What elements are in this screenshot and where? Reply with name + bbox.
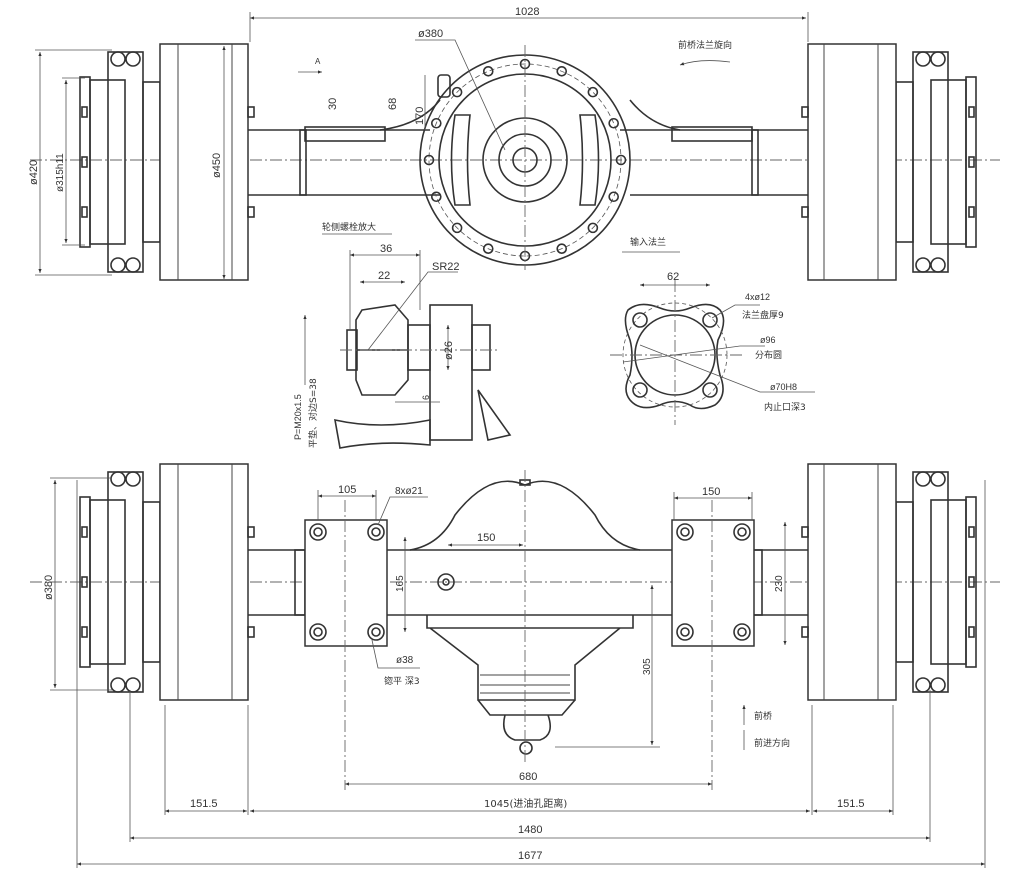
thread-note: P=M20x1.5 (293, 394, 303, 440)
dim-305: 305 (642, 658, 653, 675)
seat-bolt-hole (371, 527, 381, 537)
diff-carrier (426, 615, 634, 741)
housing-bolt (451, 222, 463, 234)
overall-dimensions: 680 151.5 1045(进油孔距离) 151.5 1480 1677 (76, 480, 986, 868)
dim-150-pad: 150 (702, 486, 720, 498)
right-wheel-hub-bottom (801, 463, 977, 701)
dim-22: 22 (378, 270, 390, 282)
spring-pad-left (304, 126, 386, 142)
pilot-depth: 内止口深3 (764, 401, 806, 413)
dim-680: 680 (519, 771, 537, 783)
top-view: 1028 ø380 A 30 68 170 前桥法兰旋向 ø420 ø315h1… (28, 6, 1000, 281)
seat-bolt-hole (676, 623, 694, 641)
seat-bolt-hole (733, 523, 751, 541)
dim-105: 105 (338, 484, 356, 496)
input-flange-title: 输入法兰 (630, 236, 666, 248)
view-marker-a: A (315, 57, 321, 66)
spotface-note: 锪平 深3 (384, 675, 420, 687)
seat-bolt-hole (680, 627, 690, 637)
legend-direction: 前进方向 (754, 737, 790, 749)
housing-bolts (423, 58, 627, 262)
dim-6: 6 (421, 395, 431, 400)
dim-170: 170 (414, 107, 426, 125)
dim-62: 62 (667, 271, 679, 283)
flange-thickness: 法兰盘厚9 (742, 309, 784, 321)
input-flange-detail: 输入法兰 62 4xø12 法兰盘厚9 ø96 分布圆 ø70H8 内止口深3 (610, 236, 815, 425)
bolt-holes: 8xø21 (395, 486, 423, 497)
dim-151-left: 151.5 (190, 798, 218, 810)
spring-pad-right (671, 126, 753, 142)
dim-dia-420: ø420 (28, 160, 40, 185)
seat-bolt-hole (309, 523, 327, 541)
housing-bolt (431, 117, 442, 129)
seat-bolt-hole (309, 623, 327, 641)
housing-bolt (608, 117, 619, 129)
seat-bolt-hole (313, 627, 323, 637)
dim-1480: 1480 (518, 824, 542, 836)
spring-seat-left (304, 519, 388, 647)
bolt-detail-title: 轮侧螺栓放大 (322, 221, 376, 233)
housing-bolt (587, 86, 599, 98)
pilot-dim: ø70H8 (770, 382, 797, 392)
dim-68: 68 (387, 98, 399, 110)
housing-bolt (608, 191, 619, 203)
dim-dia-26: ø26 (443, 341, 455, 360)
housing-bolt (431, 191, 442, 203)
flange-rotation-note: 前桥法兰旋向 (678, 39, 732, 51)
breather-icon (437, 74, 451, 98)
dim-1045: 1045(进油孔距离) (484, 797, 567, 810)
seat-bolt-hole (680, 527, 690, 537)
dim-36: 36 (380, 243, 392, 255)
dim-30: 30 (327, 98, 339, 110)
seat-bolt-hole (313, 527, 323, 537)
housing-bolt (556, 66, 568, 77)
housing-bolt (587, 222, 599, 234)
dim-dia-315: ø315h11 (55, 153, 66, 192)
housing-bolt (482, 243, 494, 254)
legend-front-axle: 前桥 (754, 710, 772, 722)
flange-holes: 4xø12 (745, 292, 770, 302)
dim-151-right: 151.5 (837, 798, 865, 810)
housing-bolt (423, 154, 435, 166)
left-wheel-hub (79, 43, 255, 281)
dim-1028: 1028 (515, 6, 539, 18)
pcd-label: 分布圆 (755, 349, 782, 361)
dim-230: 230 (774, 575, 785, 592)
housing-bolt (556, 243, 568, 254)
dim-housing-dia: ø380 (418, 28, 443, 40)
pcd-dim: ø96 (760, 335, 776, 345)
dim-dia-38: ø38 (396, 655, 414, 666)
seat-bolt-hole (737, 627, 747, 637)
dim-1677: 1677 (518, 850, 542, 862)
housing-bolt (482, 66, 494, 77)
dim-165: 165 (395, 575, 406, 592)
spring-seat-right (671, 519, 755, 647)
nut-note: 平垫、对边S=38 (307, 378, 319, 448)
dim-150-center: 150 (477, 532, 495, 544)
housing-bolt (451, 86, 463, 98)
seat-bolt-hole (367, 623, 385, 641)
seat-bolt-hole (371, 627, 381, 637)
axle-tube (248, 129, 808, 196)
dim-sr22: SR22 (432, 261, 460, 273)
dim-dia-450: ø450 (211, 153, 223, 178)
housing-bolt (615, 154, 627, 166)
seat-bolt-hole (367, 523, 385, 541)
dim-dia-380: ø380 (43, 575, 55, 600)
wheel-bolt-detail: 轮侧螺栓放大 36 22 SR22 ø26 6 P=M20x1.5 平垫、对边S… (293, 221, 512, 449)
seat-bolt-hole (737, 527, 747, 537)
right-wheel-hub (801, 43, 977, 281)
bottom-view: 105 8xø21 150 150 165 230 305 ø38 锪平 深3 … (30, 463, 1000, 790)
seat-bolt-hole (733, 623, 751, 641)
seat-bolt-hole (676, 523, 694, 541)
